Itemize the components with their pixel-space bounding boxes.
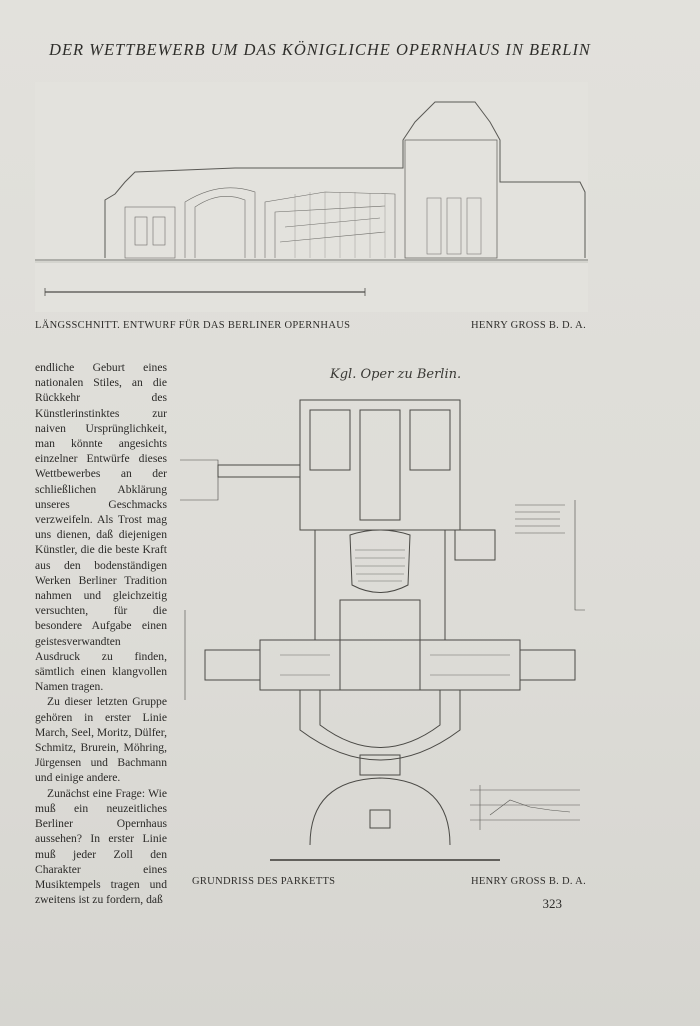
plan-drawing-title: Kgl. Oper zu Berlin. [329, 367, 461, 382]
floor-plan-drawing: Kgl. Oper zu Berlin. [180, 360, 595, 870]
page-number: 323 [542, 896, 563, 911]
plan-figure-caption: GRUNDRISS DES PARKETTS [192, 876, 336, 887]
top-figure-caption: LÄNGSSCHNITT. ENTWURF FÜR DAS BERLINER O… [35, 320, 351, 331]
body-paragraph: Zu dieser letzten Gruppe gehören in erst… [35, 695, 167, 785]
top-figure-credit: HENRY GROSS B. D. A. [470, 320, 586, 331]
body-paragraph: endliche Geburt eines nationalen Stiles,… [35, 361, 167, 694]
plan-figure-credit: HENRY GROSS B. D. A. [470, 876, 586, 887]
body-text-column: endliche Geburt eines nationalen Stiles,… [35, 360, 167, 907]
body-paragraph: Zunächst eine Frage: Wie muß ein neuzeit… [35, 786, 167, 907]
longitudinal-section-drawing [35, 82, 588, 312]
running-header: DER WETTBEWERB UM DAS KÖNIGLICHE OPERNHA… [49, 40, 591, 59]
